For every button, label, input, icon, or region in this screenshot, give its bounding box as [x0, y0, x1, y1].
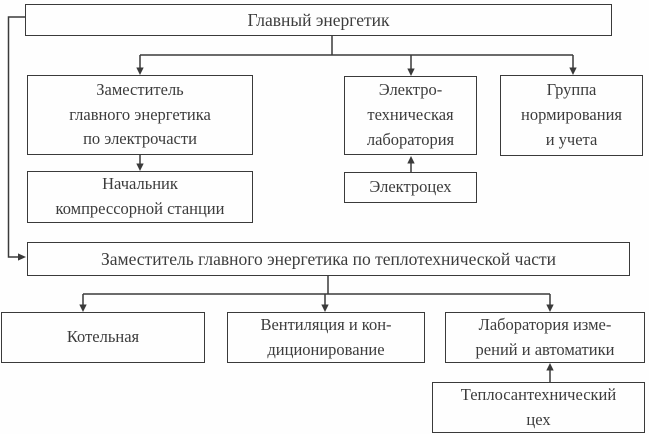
node-electrical-shop: Электроцех — [344, 172, 477, 203]
node-electrotechnical-lab: Электро- техническая лаборатория — [344, 76, 477, 155]
node-measurement-automation-lab: Лаборатория изме- рений и автоматики — [445, 312, 645, 363]
node-compressor-station-chief: Начальник компрессорной станции — [27, 171, 253, 223]
node-ventilation-conditioning: Вентиляция и кон- диционирование — [227, 312, 425, 363]
node-rationing-and-accounting-group: Группа нормирования и учета — [500, 75, 643, 156]
node-heat-sanitary-shop: Теплосантехнический цех — [432, 382, 645, 433]
node-boiler-house: Котельная — [1, 312, 205, 363]
node-chief-power-engineer: Главный энергетик — [25, 4, 612, 36]
node-deputy-chief-electrical: Заместитель главного энергетика по элект… — [27, 75, 253, 155]
node-deputy-chief-heat-engineering: Заместитель главного энергетика по тепло… — [27, 242, 630, 276]
